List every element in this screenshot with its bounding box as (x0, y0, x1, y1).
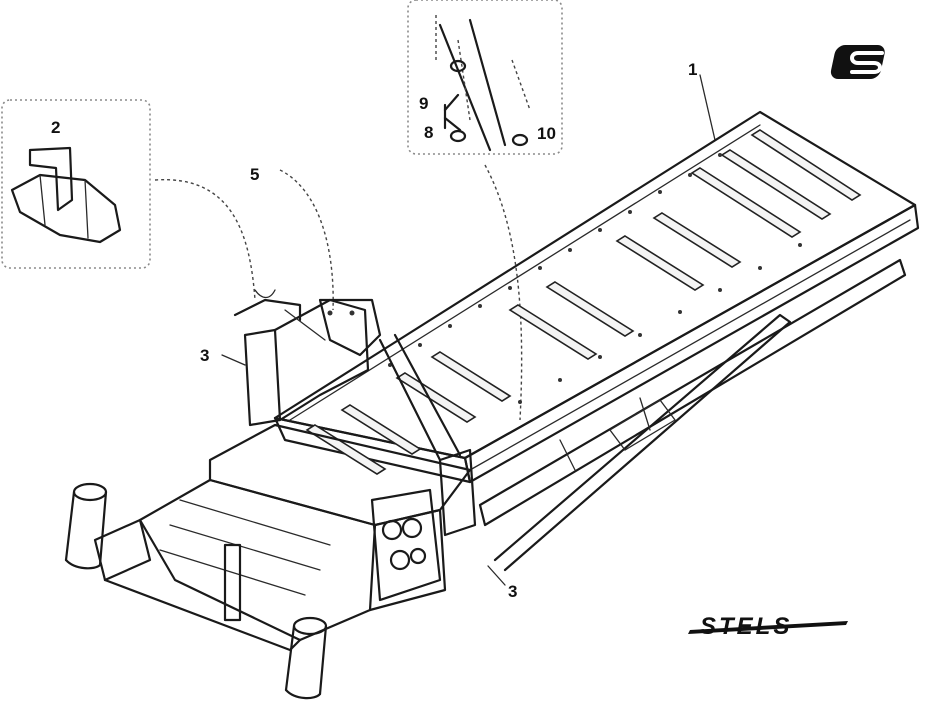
callout-1: 1 (688, 60, 697, 79)
bolts-parts-8-9-10-drawing (435, 15, 531, 152)
bracket-part-2-drawing (10, 146, 122, 244)
stels-wordmark-text: STELS (700, 613, 792, 640)
leader-line-part-3-upper (221, 354, 246, 366)
stels-wordmark: STELS (688, 613, 848, 640)
lower-chassis-drawing (93, 423, 477, 652)
leader-line-inset-bolts (484, 164, 523, 421)
leader-line-part-2 (154, 179, 256, 301)
callout-5: 5 (250, 165, 259, 184)
leader-line-part-5 (279, 169, 334, 311)
bed-slots (305, 129, 862, 475)
leader-line-part-3-lower (487, 565, 506, 586)
callout-10: 10 (537, 124, 556, 143)
inset-box-part-2 (1, 99, 151, 269)
front-bracket-drawing (233, 289, 462, 462)
callout-8: 8 (424, 123, 433, 142)
cargo-bed-drawing (273, 110, 920, 484)
callout-2: 2 (51, 118, 60, 137)
callout-3-lower: 3 (508, 582, 517, 601)
callout-9: 9 (419, 94, 428, 113)
front-tube-mount-left (64, 482, 108, 570)
front-tube-mount-right (284, 616, 328, 700)
callout-3-upper: 3 (200, 346, 209, 365)
stels-s-badge-icon (830, 45, 885, 79)
side-rail-drawing (478, 258, 907, 572)
leader-line-part-1 (699, 74, 716, 141)
